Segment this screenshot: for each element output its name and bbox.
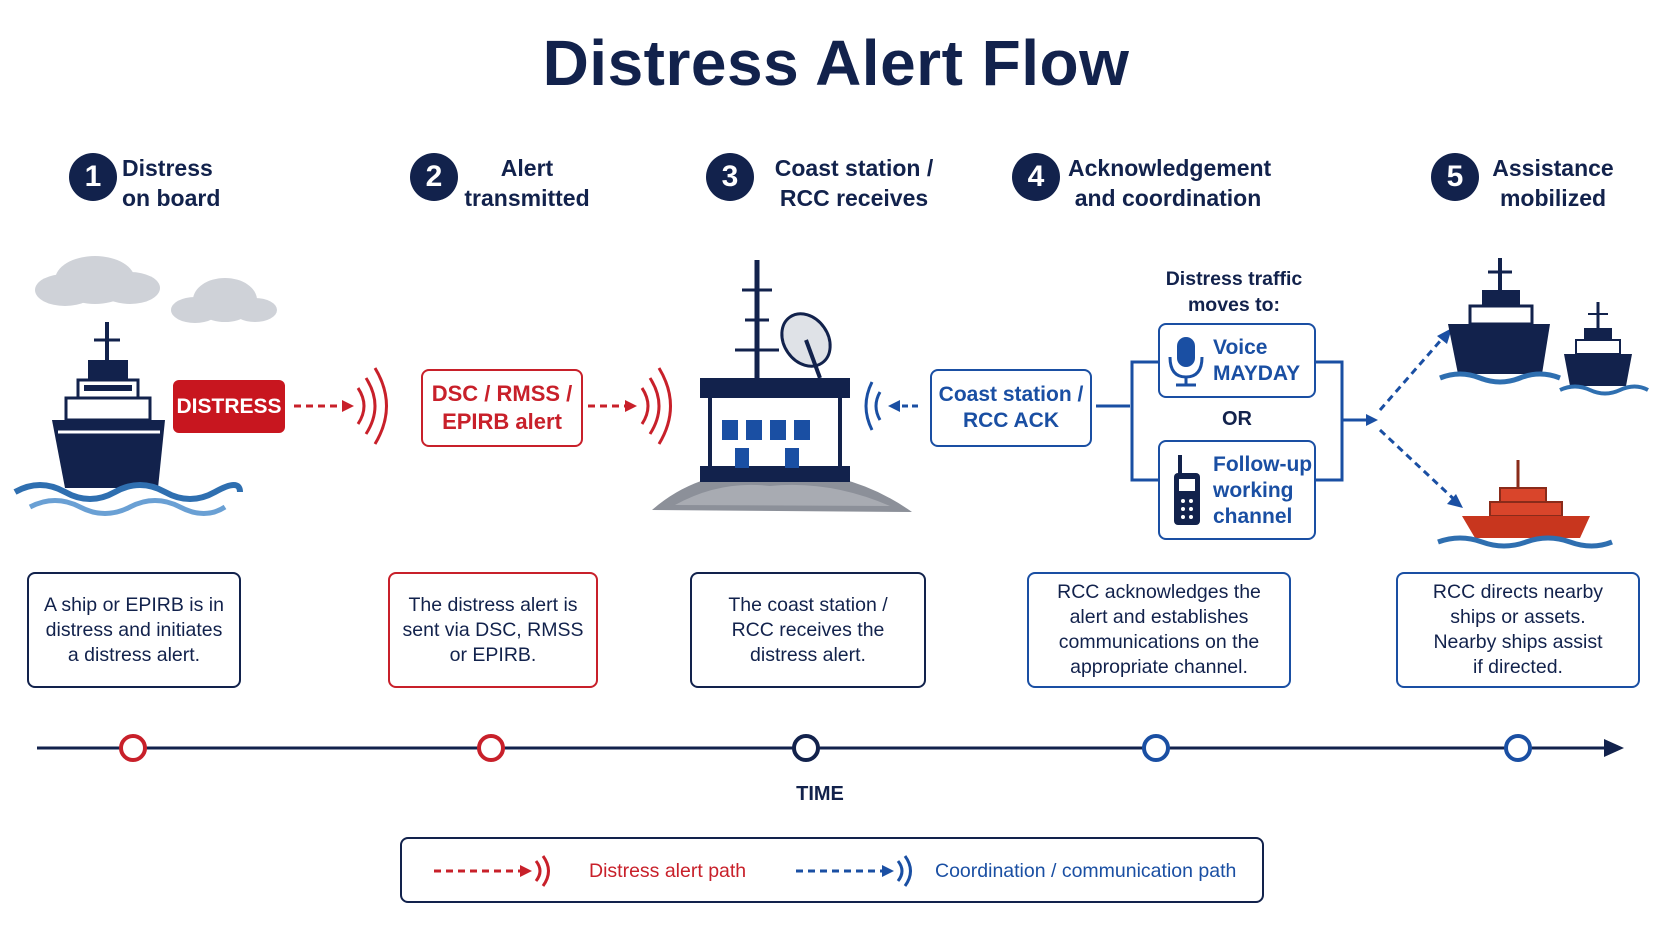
ack-box: Coast station / RCC ACK bbox=[930, 369, 1092, 447]
step-4-desc-line: alert and establishes bbox=[1069, 606, 1249, 628]
step-4-desc-line: RCC acknowledges the bbox=[1057, 581, 1261, 603]
satellite-dish-icon bbox=[780, 312, 832, 379]
step-5-label-line1: Assistance bbox=[1492, 155, 1614, 181]
rescue-boat-icon bbox=[1437, 460, 1613, 549]
time-axis-label: TIME bbox=[796, 783, 844, 805]
microphone-icon bbox=[1168, 337, 1204, 387]
step-4-number: 4 bbox=[1012, 153, 1060, 201]
step-2-label-line2: transmitted bbox=[464, 185, 590, 211]
coast-station-icon bbox=[652, 260, 912, 512]
step-1-label-line2: on board bbox=[122, 185, 221, 211]
step-4-description: RCC acknowledges the alert and establish… bbox=[1027, 572, 1291, 688]
traffic-icons-overlay bbox=[1168, 337, 1204, 525]
followup-line3: channel bbox=[1213, 505, 1293, 528]
wave-icon bbox=[13, 482, 243, 516]
step-2-desc-line: or EPIRB. bbox=[449, 643, 537, 666]
timeline-marker-4 bbox=[1142, 734, 1170, 762]
followup-line2: working bbox=[1213, 479, 1294, 502]
ack-arrow bbox=[864, 381, 918, 431]
step-3-desc-line: distress alert. bbox=[750, 643, 866, 666]
legend-coordination-label: Coordination / communication path bbox=[935, 860, 1237, 882]
step-5-label-line2: mobilized bbox=[1499, 185, 1607, 211]
step-1-desc-line: A ship or EPIRB is in bbox=[44, 593, 224, 616]
timeline-marker-3 bbox=[792, 734, 820, 762]
step-1-desc-line: a distress alert. bbox=[67, 643, 201, 666]
traffic-connector bbox=[1096, 360, 1370, 482]
step-4-label-line1: Acknowledgement bbox=[1068, 155, 1272, 181]
step-2-desc-line: sent via DSC, RMSS bbox=[402, 618, 584, 641]
step-5-desc-line: Nearby ships assist bbox=[1433, 631, 1603, 653]
step-3-number: 3 bbox=[706, 153, 754, 201]
cloud-icon bbox=[35, 256, 160, 306]
voice-line1: Voice bbox=[1213, 336, 1268, 359]
step-5-description: RCC directs nearby ships or assets. Near… bbox=[1396, 572, 1640, 688]
cloud-icon bbox=[171, 278, 277, 323]
step-3-label-line2: RCC receives bbox=[779, 185, 929, 211]
step-3-desc-line: The coast station / bbox=[728, 593, 888, 616]
ack-box-line2: RCC ACK bbox=[962, 409, 1060, 432]
step-5-desc-line: if directed. bbox=[1473, 656, 1563, 678]
step-1-desc-line: distress and initiates bbox=[45, 618, 223, 641]
assist-arrows bbox=[1378, 328, 1463, 508]
step-5-label: Assistance mobilized bbox=[1482, 153, 1624, 213]
step-5-number: 5 bbox=[1431, 153, 1479, 201]
step-5-desc-line: RCC directs nearby bbox=[1432, 581, 1604, 603]
step-1-number: 1 bbox=[69, 153, 117, 201]
timeline-marker-1 bbox=[119, 734, 147, 762]
step-2-number: 2 bbox=[410, 153, 458, 201]
step-1-label: Distress on board bbox=[122, 153, 220, 213]
step-2-label: Alert transmitted bbox=[462, 153, 592, 213]
step-2-desc-line: The distress alert is bbox=[408, 593, 578, 616]
step-5-desc-line: ships or assets. bbox=[1450, 606, 1586, 628]
step-2-description: The distress alert is sent via DSC, RMSS… bbox=[388, 572, 598, 688]
legend-coordination-swatch bbox=[796, 855, 912, 887]
alert-box-line1: DSC / RMSS / bbox=[431, 381, 573, 406]
traffic-heading-line1: Distress traffic bbox=[1165, 268, 1303, 290]
traffic-heading-line2: moves to: bbox=[1187, 294, 1281, 316]
timeline-marker-5 bbox=[1504, 734, 1532, 762]
ack-box-line1: Coast station / bbox=[938, 383, 1084, 406]
timeline-marker-2 bbox=[477, 734, 505, 762]
step-4-label-line2: and coordination bbox=[1074, 185, 1262, 211]
step-3-label: Coast station / RCC receives bbox=[766, 153, 942, 213]
step-3-desc-line: RCC receives the bbox=[731, 618, 885, 641]
voice-line2: MAYDAY bbox=[1213, 362, 1301, 385]
step-4-desc-line: communications on the bbox=[1058, 631, 1260, 653]
page-title: Distress Alert Flow bbox=[542, 27, 1130, 99]
assisting-ship-icon bbox=[1559, 302, 1649, 396]
legend-distress-label: Distress alert path bbox=[589, 860, 747, 882]
voice-mayday-text: Voice MAYDAY bbox=[1213, 335, 1300, 387]
assisting-ship-icon bbox=[1439, 258, 1561, 385]
timeline bbox=[37, 734, 1624, 762]
followup-line1: Follow-up bbox=[1213, 453, 1313, 476]
step-2-label-line1: Alert bbox=[500, 155, 554, 181]
step-3-description: The coast station / RCC receives the dis… bbox=[690, 572, 926, 688]
distress-arrow-2 bbox=[588, 367, 672, 445]
handheld-radio-icon bbox=[1174, 455, 1200, 525]
step-4-desc-line: appropriate channel. bbox=[1070, 656, 1248, 678]
follow-up-text: Follow-up working channel bbox=[1213, 452, 1312, 530]
legend-distress-swatch bbox=[434, 855, 550, 887]
traffic-heading: Distress traffic moves to: bbox=[1150, 266, 1318, 318]
distress-tag: DISTRESS bbox=[173, 380, 285, 433]
or-label: OR bbox=[1222, 408, 1252, 430]
distress-arrow-1 bbox=[294, 367, 388, 445]
step-4-label: Acknowledgement and coordination bbox=[1068, 153, 1272, 213]
step-1-label-line1: Distress bbox=[122, 155, 213, 181]
legend: Distress alert path Coordination / commu… bbox=[400, 837, 1264, 903]
alert-method-box: DSC / RMSS / EPIRB alert bbox=[421, 369, 583, 447]
step-3-label-line1: Coast station / bbox=[774, 155, 934, 181]
alert-box-line2: EPIRB alert bbox=[442, 409, 562, 434]
ship-icon bbox=[52, 322, 165, 488]
step-1-description: A ship or EPIRB is in distress and initi… bbox=[27, 572, 241, 688]
